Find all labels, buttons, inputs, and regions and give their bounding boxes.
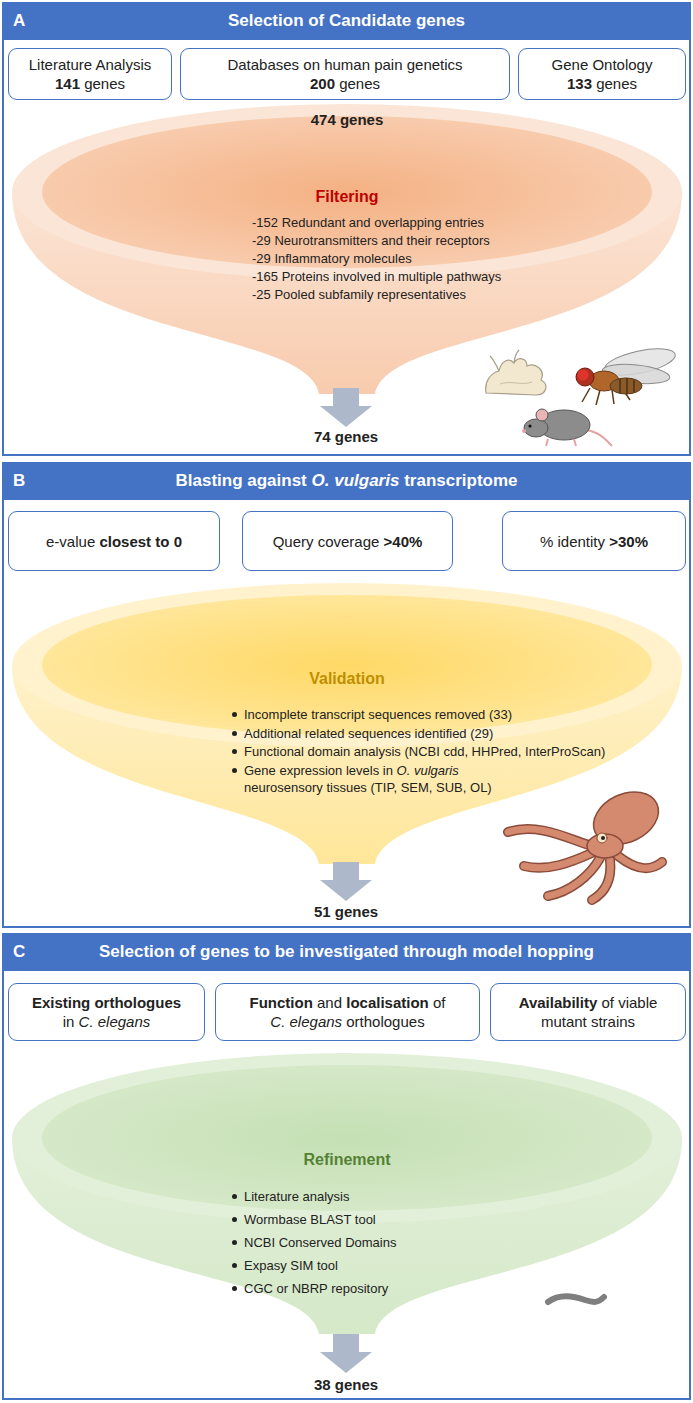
panel-letter: B	[13, 471, 25, 491]
text-run: >40%	[384, 533, 423, 550]
box-text: 133 genes	[567, 74, 637, 93]
box-text: Literature Analysis	[29, 55, 152, 74]
source-box: Databases on human pain genetics200 gene…	[180, 48, 510, 100]
text-run: C.	[79, 1013, 94, 1030]
funnel-heading: Refinement	[8, 1151, 686, 1169]
text-run: 133	[567, 75, 592, 92]
text-run: closest	[99, 533, 151, 550]
funnel-heading: Validation	[8, 670, 686, 688]
criterion-box: Function and localisation of C. elegans …	[215, 983, 480, 1041]
box-text: 200 genes	[310, 74, 380, 93]
source-box: Gene Ontology133 genes	[518, 48, 686, 100]
text-run: O.	[397, 763, 411, 778]
text-run: 200	[310, 75, 335, 92]
box-text: Gene Ontology	[552, 55, 653, 74]
box-text: % identity >30%	[540, 532, 648, 551]
text-run: vulgaris	[334, 471, 399, 490]
box-text: 141 genes	[55, 74, 125, 93]
panel-letter: C	[13, 942, 25, 962]
text-run: C.	[270, 1013, 285, 1030]
validation-funnel: ValidationIncomplete transcript sequence…	[8, 580, 686, 870]
list-item: Wormbase BLAST tool	[230, 1211, 530, 1228]
refinement-funnel: RefinementLiterature analysisWormbase BL…	[8, 1050, 686, 1340]
list-item: -25 Pooled subfamily representatives	[252, 286, 582, 303]
box-text: Existing orthologues in C. elegans	[24, 993, 189, 1031]
text-run: O.	[312, 471, 330, 490]
funnel-heading: Filtering	[8, 188, 686, 206]
gene-count: 51 genes	[246, 903, 446, 920]
panel: C Selection of genes to be investigated t…	[2, 933, 691, 1400]
text-run: localisation	[346, 994, 429, 1011]
text-run: elegans	[290, 1013, 343, 1030]
box-text: Query coverage >40%	[273, 532, 423, 551]
box-text: Function and localisation of C. elegans …	[245, 993, 450, 1031]
list-item: Functional domain analysis (NCBI cdd, HH…	[230, 743, 610, 760]
worm-illustration	[548, 1296, 604, 1302]
text-run: orthologues	[94, 994, 181, 1011]
panel-title: Blasting against O. vulgaris transcripto…	[32, 471, 661, 491]
box-text: e-value closest to 0	[46, 532, 182, 551]
list-item: Literature analysis	[230, 1188, 530, 1205]
panel-title: Selection of Candidate genes	[32, 11, 661, 31]
text-run: Function	[250, 994, 313, 1011]
list-item: Gene expression levels in O. vulgaris ne…	[230, 762, 498, 796]
octopus-illustration	[508, 782, 667, 900]
list-item: Incomplete transcript sequences removed …	[230, 706, 610, 723]
panel: A Selection of Candidate genesLiterature …	[2, 2, 691, 456]
down-arrow	[320, 862, 372, 901]
text-run: 0	[174, 533, 182, 550]
gene-count: 474 genes	[8, 111, 686, 128]
criterion-box: Availability of viable mutant strains	[490, 983, 686, 1041]
panel-title: Selection of genes to be investigated th…	[32, 942, 661, 962]
mouse-illustration	[522, 409, 612, 446]
criterion-box: Existing orthologues in C. elegans	[8, 983, 205, 1041]
list-item: Additional related sequences identified …	[230, 725, 610, 742]
down-arrow	[320, 388, 372, 427]
box-text: Availability of viable mutant strains	[506, 993, 671, 1031]
list-item: CGC or NBRP repository	[230, 1280, 530, 1297]
list-item: -29 Neurotransmitters and their receptor…	[252, 232, 582, 249]
sea-hare-illustration	[486, 350, 546, 395]
text-run: Availability	[519, 994, 598, 1011]
box-text: Databases on human pain genetics	[227, 55, 462, 74]
funnel-shape	[8, 580, 686, 870]
header-band: B Blasting against O. vulgaris transcript…	[2, 462, 691, 500]
fly-illustration	[576, 344, 678, 405]
header-band: C Selection of genes to be investigated t…	[2, 933, 691, 971]
list-item: NCBI Conserved Domains	[230, 1234, 530, 1251]
text-run: to	[155, 533, 169, 550]
criterion-box: % identity >30%	[502, 511, 686, 571]
text-run: 141	[55, 75, 80, 92]
panel-letter: A	[13, 11, 25, 31]
filter-funnel: 474 genesFiltering -152 Redundant and ove…	[8, 100, 686, 400]
panel: B Blasting against O. vulgaris transcript…	[2, 462, 691, 928]
list-item: -165 Proteins involved in multiple pathw…	[252, 268, 582, 285]
funnel-shape	[8, 100, 686, 400]
criterion-box: Query coverage >40%	[242, 511, 453, 571]
list-item: Expasy SIM tool	[230, 1257, 530, 1274]
gene-count: 74 genes	[246, 428, 446, 445]
text-run: vulgaris	[414, 763, 459, 778]
source-box: Literature Analysis141 genes	[8, 48, 172, 100]
text-run: Existing	[32, 994, 90, 1011]
criterion-box: e-value closest to 0	[8, 511, 220, 571]
text-run: elegans	[98, 1013, 151, 1030]
list-item: -152 Redundant and overlapping entries	[252, 214, 582, 231]
down-arrow	[320, 1334, 372, 1373]
gene-count: 38 genes	[246, 1376, 446, 1393]
list-item: -29 Inflammatory molecules	[252, 250, 582, 267]
text-run: >30%	[609, 533, 648, 550]
header-band: A Selection of Candidate genes	[2, 2, 691, 40]
